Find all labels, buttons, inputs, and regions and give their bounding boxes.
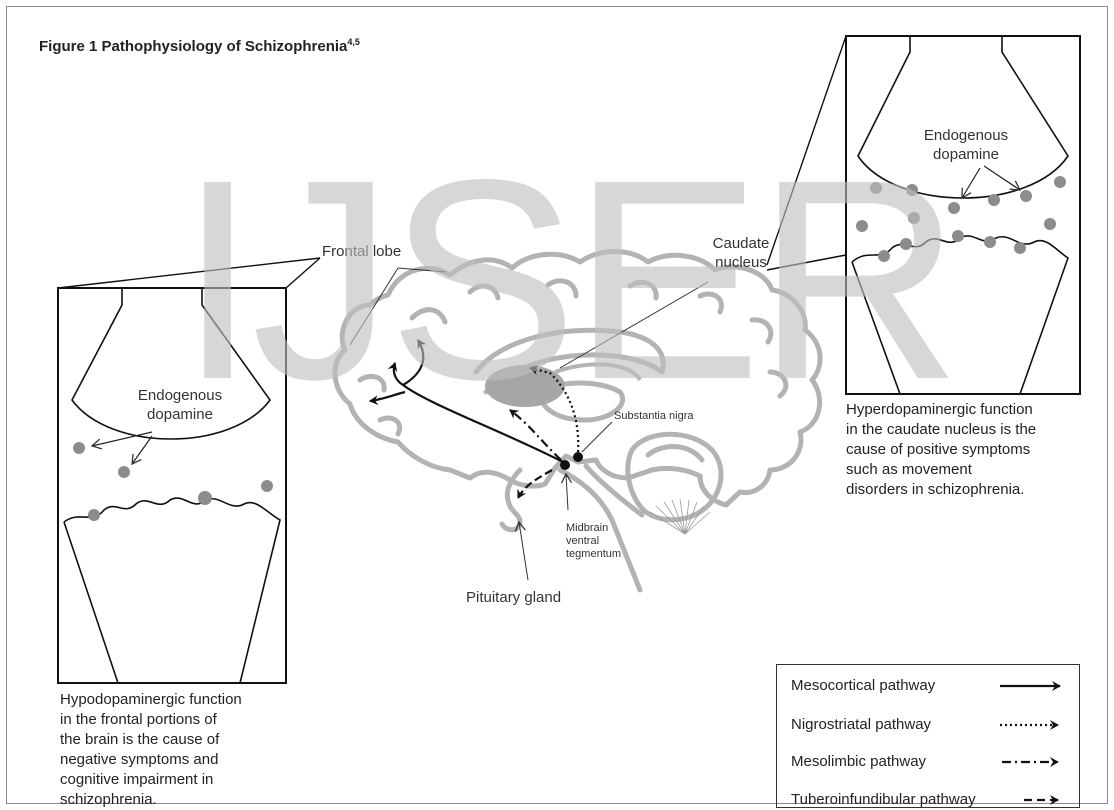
label-midbrain-ventral-tegmentum: Midbrain ventral tegmentum <box>566 522 621 561</box>
gyrus-8 <box>360 376 384 390</box>
dopamine-dot <box>856 220 868 232</box>
gyrus-1 <box>412 310 445 322</box>
dopamine-dot <box>984 236 996 248</box>
right-presynaptic-terminal <box>858 36 1068 198</box>
substantia-nigra-nucleus <box>573 452 583 462</box>
legend-box: Mesocortical pathway Nigrostriatal pathw… <box>776 664 1080 808</box>
dopamine-dot <box>948 202 960 214</box>
left-postsynaptic-terminal <box>64 498 280 683</box>
label-substantia-nigra: Substantia nigra <box>614 410 694 423</box>
dopamine-dot <box>1044 218 1056 230</box>
caudate-nucleus-shape <box>485 365 565 407</box>
right-synapse-inset <box>846 36 1080 394</box>
cerebellum-inner <box>648 446 702 460</box>
label-pituitary-gland: Pituitary gland <box>466 588 561 607</box>
left-dopamine-arrow-2 <box>132 436 152 464</box>
leader-pituitary <box>519 522 528 580</box>
leader-caudate <box>560 282 708 368</box>
legend-label-mesolimbic: Mesolimbic pathway <box>791 753 926 770</box>
leader-substantia-nigra <box>582 422 612 452</box>
caption-left: Hypodopaminergic function in the frontal… <box>60 690 242 810</box>
legend-label-mesocortical: Mesocortical pathway <box>791 677 935 694</box>
gyrus-2 <box>470 286 498 298</box>
right-dopamine-arrow-1 <box>962 168 980 198</box>
dopamine-dot <box>908 212 920 224</box>
dopamine-dot <box>952 230 964 242</box>
dopamine-dot <box>1020 190 1032 202</box>
label-endogenous-dopamine-left: Endogenous dopamine <box>120 386 240 424</box>
label-caudate-nucleus: Caudate nucleus <box>696 234 786 272</box>
leader-lines <box>350 268 708 580</box>
dopamine-dot <box>906 184 918 196</box>
dopamine-dot <box>900 238 912 250</box>
dopamine-dot <box>870 182 882 194</box>
right-dopamine-arrow-2 <box>984 166 1020 190</box>
left-dopamine-arrow-1 <box>92 432 152 446</box>
dopamine-dot <box>88 509 100 521</box>
gyrus-3 <box>548 281 576 296</box>
leader-midbrain <box>566 474 568 510</box>
dopamine-dot <box>988 194 1000 206</box>
legend-label-tuberoinfundibular: Tuberoinfundibular pathway <box>791 791 976 808</box>
dopamine-dot <box>261 480 273 492</box>
gyrus-9 <box>380 418 400 434</box>
caption-right: Hyperdopaminergic function in the caudat… <box>846 400 1036 500</box>
dopamine-dot <box>1054 176 1066 188</box>
gyrus-6 <box>752 320 771 342</box>
label-frontal-lobe: Frontal lobe <box>322 242 401 261</box>
dopamine-dot <box>73 442 85 454</box>
mesolimbic-path <box>510 410 561 460</box>
gyrus-7 <box>770 372 786 396</box>
gyrus-5 <box>700 294 721 312</box>
label-endogenous-dopamine-right: Endogenous dopamine <box>906 126 1026 164</box>
right-dopamine-dots <box>856 176 1066 262</box>
dopamine-dot <box>878 250 890 262</box>
dopamine-dot <box>198 491 212 505</box>
legend-label-nigrostriatal: Nigrostriatal pathway <box>791 716 931 733</box>
dopamine-dot <box>1014 242 1026 254</box>
left-synapse-inset <box>58 288 286 683</box>
gyrus-4 <box>630 282 656 298</box>
left-dopamine-dots <box>73 442 273 521</box>
caudate-tail <box>555 364 640 380</box>
dopamine-dot <box>118 466 130 478</box>
